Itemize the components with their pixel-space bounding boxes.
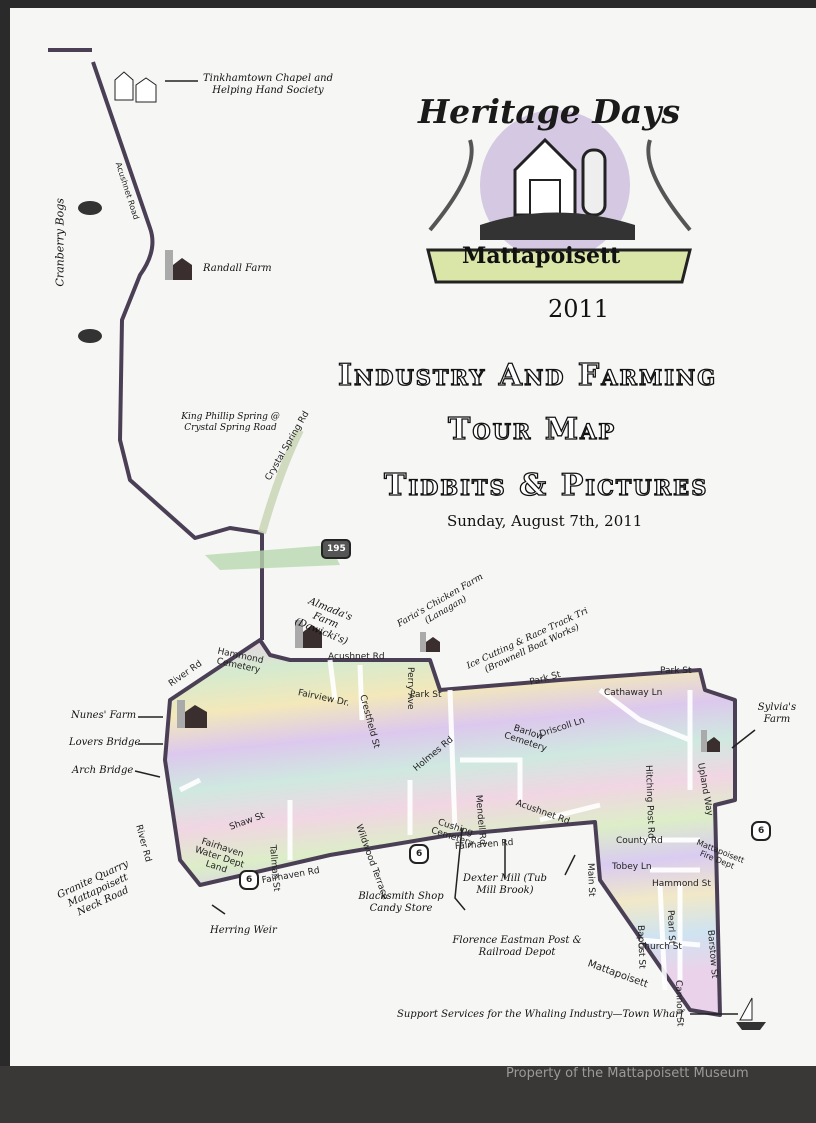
i195-highway [205, 545, 340, 570]
barn-icons [165, 250, 720, 752]
site-king-phillip-spring: King Phillip Spring @ Crystal Spring Roa… [181, 412, 280, 433]
scanner-edge [0, 1066, 816, 1123]
road-label: Acushnet Rd [328, 652, 385, 662]
road-network [48, 48, 737, 1017]
sailboat-icon [736, 997, 766, 1030]
shield-6: 6 [758, 826, 765, 836]
chapel-icon [114, 71, 157, 103]
road-label: Pearl St [665, 909, 677, 945]
title-line-1: Industry And Farming [337, 357, 718, 393]
pointer-arrows [134, 80, 756, 1015]
site-dexter-mill: Dexter Mill (Tub Mill Brook) [463, 873, 547, 896]
site-florence-eastman-post: Florence Eastman Post & Railroad Depot [452, 935, 582, 958]
site-herring-weir: Herring Weir [210, 925, 277, 936]
year: 2011 [548, 295, 610, 323]
title-line-3: Tidbits & Pictures [383, 467, 709, 503]
site-nunes-farm: Nunes' Farm [71, 710, 137, 721]
cranberry-icons [78, 201, 102, 343]
title-line-2: Tour Map [447, 411, 617, 447]
logo-title: Heritage Days [418, 92, 681, 131]
site-sylvias-farm: Sylvia's Farm [757, 702, 797, 725]
road-label: Church St [638, 942, 682, 952]
site-cranberry-bogs: Cranberry Bogs [53, 198, 67, 287]
shield-195: 195 [327, 544, 346, 554]
site-arch-bridge: Arch Bridge [72, 765, 134, 776]
local-streets [178, 428, 701, 991]
road-label: Main St [585, 862, 597, 897]
site-lovers-bridge: Lovers Bridge [69, 737, 141, 748]
route-shield-icons [239, 539, 771, 890]
road-label: Tobey Ln [612, 862, 652, 872]
event-date: Sunday, August 7th, 2011 [447, 512, 643, 530]
site-blacksmith-shop: Blacksmith Shop Candy Store [358, 891, 444, 914]
shield-6: 6 [416, 849, 423, 859]
road-label: Perry Ave [405, 667, 415, 710]
logo-town: Mattapoisett [462, 243, 621, 269]
town-area [165, 640, 735, 1015]
shield-6: 6 [246, 875, 253, 885]
site-randall-farm: Randall Farm [203, 263, 272, 274]
road-label: Park St [410, 690, 442, 700]
site-town-wharf: Support Services for the Whaling Industr… [397, 1009, 684, 1020]
heritage-logo [426, 110, 692, 284]
road-label: Hammond St [652, 879, 711, 889]
road-label: County Rd [616, 836, 663, 846]
road-label: Cathaway Ln [604, 688, 663, 698]
site-tinkhamtown-chapel: Tinkhamtown Chapel and Helping Hand Soci… [202, 73, 334, 96]
road-label: Park St [660, 666, 692, 676]
museum-watermark: Property of the Mattapoisett Museum [506, 1066, 749, 1081]
